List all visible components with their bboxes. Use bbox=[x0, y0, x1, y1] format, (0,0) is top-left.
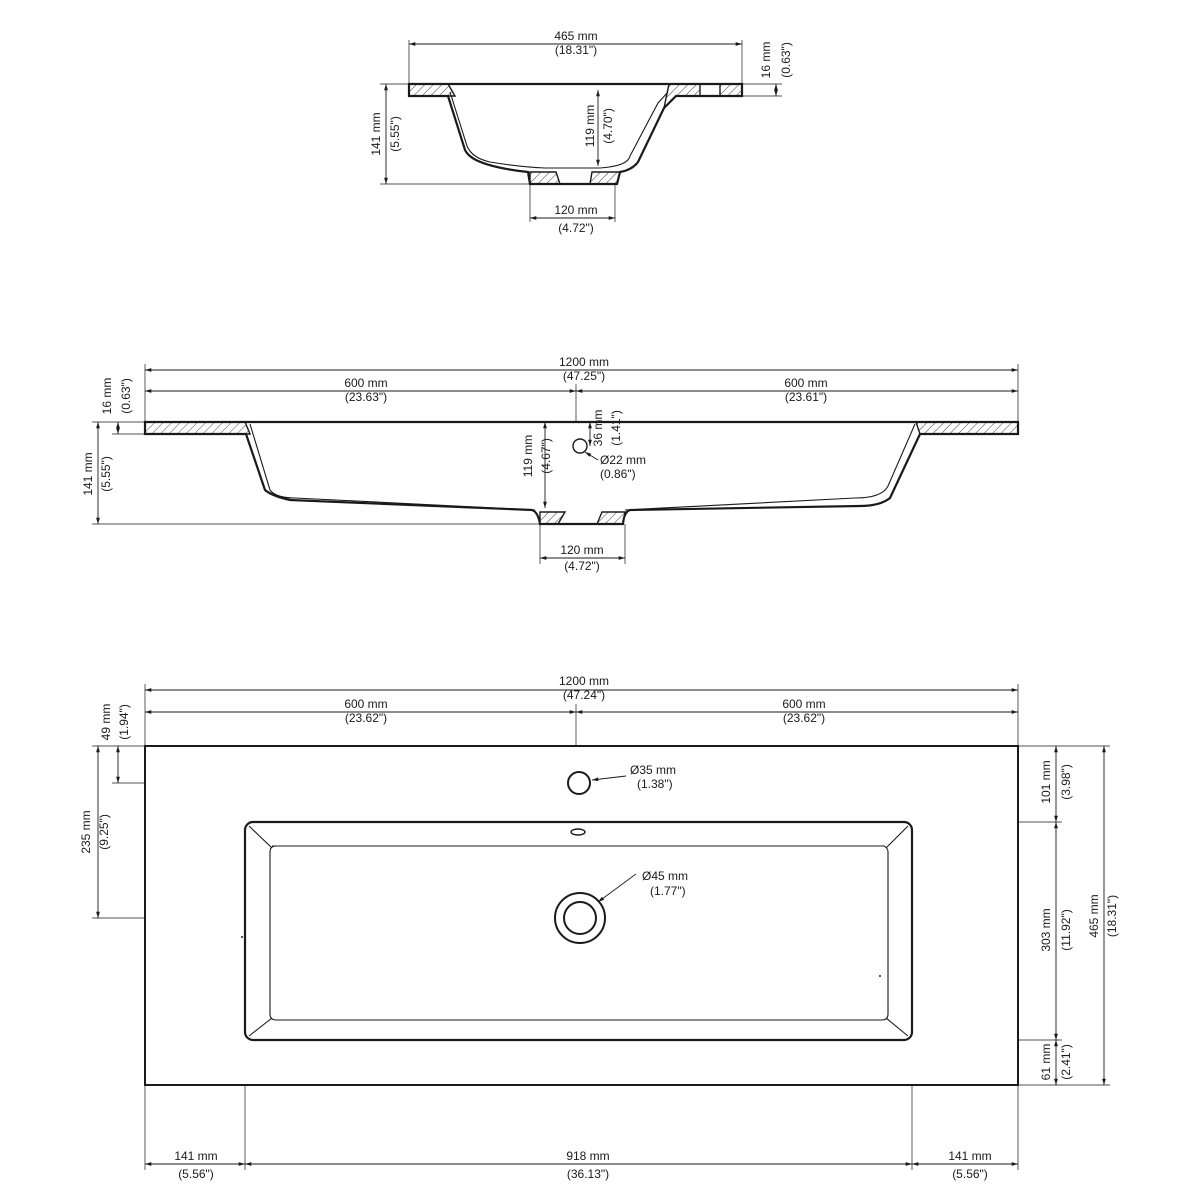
mid-hole-diam-mm: Ø22 mm bbox=[600, 453, 646, 467]
plan-view: 1200 mm (47.24") 600 mm (23.62") 600 mm … bbox=[79, 674, 1119, 1181]
top-drain-in: (4.72") bbox=[558, 221, 594, 235]
mid-right-in: (23.61") bbox=[785, 390, 827, 404]
plan-drain-diam-mm: Ø45 mm bbox=[642, 869, 688, 883]
mid-depth-mm: 119 mm bbox=[521, 435, 535, 477]
basin-outline bbox=[243, 820, 914, 1042]
mid-total-in: (47.25") bbox=[563, 369, 605, 383]
mid-rim-mm: 16 mm bbox=[100, 378, 114, 415]
plan-basin-depth-in: (11.92") bbox=[1059, 909, 1073, 950]
mid-hole-diam-in: (0.86") bbox=[600, 467, 636, 481]
top-rim-in: (0.63") bbox=[779, 42, 793, 78]
plan-overall-depth-mm: 465 mm bbox=[1087, 894, 1101, 937]
plan-drain-offset-in: (9.25") bbox=[97, 814, 111, 850]
plan-basin-width-mm: 918 mm bbox=[566, 1149, 609, 1163]
tap-hole-icon bbox=[567, 771, 591, 795]
mid-drain-mm: 120 mm bbox=[560, 543, 603, 557]
top-width-mm: 465 mm bbox=[554, 29, 597, 43]
plan-left-margin-mm: 141 mm bbox=[174, 1149, 217, 1163]
mid-rim-in: (0.63") bbox=[119, 378, 133, 414]
plan-left-in: (23.62") bbox=[345, 711, 387, 725]
plan-right-margin-mm: 141 mm bbox=[948, 1149, 991, 1163]
top-height-in: (5.55") bbox=[388, 116, 402, 152]
mid-right-mm: 600 mm bbox=[784, 376, 827, 390]
mid-height-in: (5.55") bbox=[99, 456, 113, 492]
mid-left-mm: 600 mm bbox=[344, 376, 387, 390]
plan-right-margin-in: (5.56") bbox=[952, 1167, 988, 1181]
mid-height-mm: 141 mm bbox=[81, 452, 95, 495]
top-height-mm: 141 mm bbox=[369, 112, 383, 155]
mid-hole-offset-mm: 36 mm bbox=[591, 410, 605, 447]
top-depth-mm: 119 mm bbox=[583, 105, 597, 147]
plan-total-mm: 1200 mm bbox=[559, 674, 609, 688]
plan-tap-offset-mm: 49 mm bbox=[99, 704, 113, 741]
plan-total-in: (47.24") bbox=[563, 688, 605, 702]
plan-front-margin-in: (2.41") bbox=[1059, 1044, 1073, 1080]
drain-icon bbox=[554, 892, 606, 944]
front-section-view: 1200 mm (47.25") 600 mm (23.63") 600 mm … bbox=[81, 355, 1020, 573]
plan-back-margin-in: (3.98") bbox=[1059, 764, 1073, 800]
plan-left-mm: 600 mm bbox=[344, 697, 387, 711]
mid-total-mm: 1200 mm bbox=[559, 355, 609, 369]
plan-drain-diam-in: (1.77") bbox=[650, 884, 686, 898]
plan-basin-width-in: (36.13") bbox=[567, 1167, 609, 1181]
mid-depth-in: (4.67") bbox=[539, 438, 553, 474]
mid-left-in: (23.63") bbox=[345, 390, 387, 404]
plan-tap-offset-in: (1.94") bbox=[117, 704, 131, 740]
plan-front-margin-mm: 61 mm bbox=[1039, 1044, 1053, 1081]
top-depth-in: (4.70") bbox=[601, 108, 615, 144]
mid-drain-in: (4.72") bbox=[564, 559, 600, 573]
plan-tap-diam-mm: Ø35 mm bbox=[630, 763, 676, 777]
overflow-icon bbox=[570, 828, 586, 836]
plan-tap-diam-in: (1.38") bbox=[637, 777, 673, 791]
tap-hole-icon bbox=[572, 438, 588, 454]
top-rim-mm: 16 mm bbox=[759, 42, 773, 79]
plan-right-in: (23.62") bbox=[783, 711, 825, 725]
plan-right-mm: 600 mm bbox=[782, 697, 825, 711]
plan-back-margin-mm: 101 mm bbox=[1039, 760, 1053, 803]
top-width-in: (18.31") bbox=[555, 43, 597, 57]
plan-basin-depth-mm: 303 mm bbox=[1039, 908, 1053, 951]
plan-drain-offset-mm: 235 mm bbox=[79, 810, 93, 853]
plan-overall-depth-in: (18.31") bbox=[1105, 895, 1119, 937]
plan-left-margin-in: (5.56") bbox=[178, 1167, 214, 1181]
top-drain-mm: 120 mm bbox=[554, 203, 597, 217]
mid-hole-offset-in: (1.41") bbox=[609, 410, 623, 446]
side-section-view: 465 mm (18.31") 16 mm (0.63") 141 mm (5.… bbox=[369, 29, 793, 235]
